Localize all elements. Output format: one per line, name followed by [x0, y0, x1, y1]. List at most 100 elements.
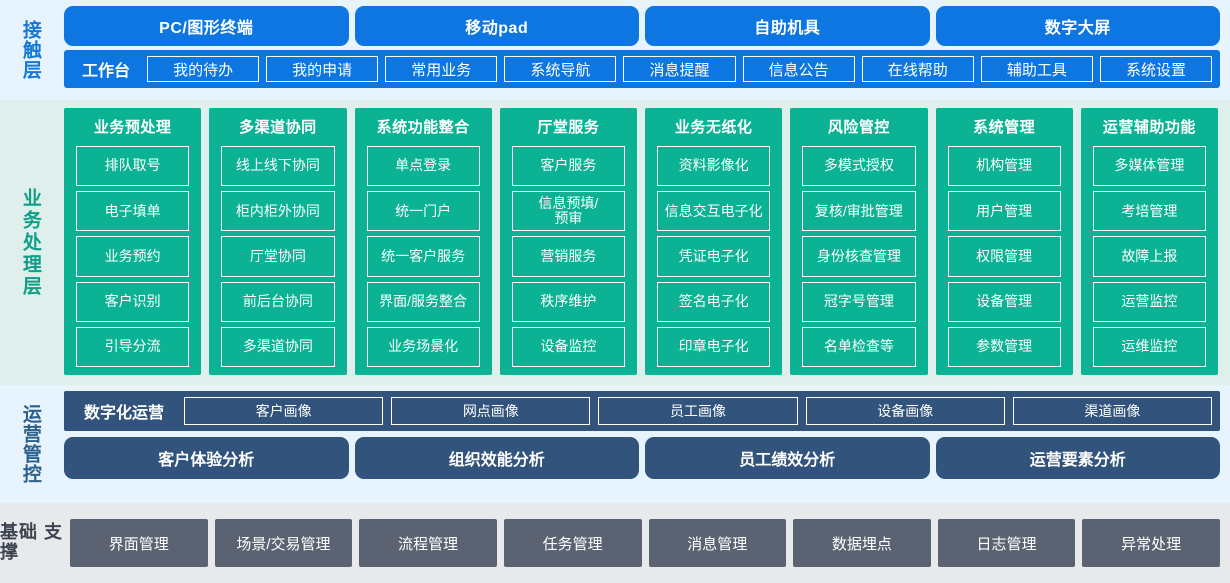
business-column-lobby-service: 厅堂服务 客户服务 信息预填/ 预审 营销服务 秩序维护 设备监控 [499, 108, 637, 375]
business-column-operation-support: 运营辅助功能 多媒体管理 考培管理 故障上报 运营监控 运维监控 [1080, 108, 1218, 375]
biz-item-review-approval[interactable]: 复核/审批管理 [802, 191, 916, 232]
biz-item-training-management[interactable]: 考培管理 [1092, 191, 1206, 232]
workbench-item-message-alert[interactable]: 消息提醒 [623, 56, 736, 82]
digital-operations-bar: 数字化运营 客户画像 网点画像 员工画像 设备画像 渠道画像 [64, 391, 1220, 431]
biz-item-watchlist-check[interactable]: 名单检查等 [802, 326, 916, 368]
column-title: 厅堂服务 [537, 119, 600, 136]
analysis-org-efficiency[interactable]: 组织效能分析 [354, 437, 639, 479]
biz-item-single-signon[interactable]: 单点登录 [366, 146, 480, 187]
foundation-layer: 基础 支撑 界面管理 场景/交易管理 流程管理 任务管理 消息管理 数据埋点 日… [0, 503, 1230, 583]
portrait-employee[interactable]: 员工画像 [598, 397, 798, 425]
biz-item-marketing-service[interactable]: 营销服务 [511, 236, 625, 277]
foundation-row: 界面管理 场景/交易管理 流程管理 任务管理 消息管理 数据埋点 日志管理 异常… [70, 519, 1220, 567]
workbench-item-announcement[interactable]: 信息公告 [742, 56, 855, 82]
analysis-customer-experience[interactable]: 客户体验分析 [64, 437, 349, 479]
biz-item-ui-service-integration[interactable]: 界面/服务整合 [366, 281, 480, 322]
foundation-item-scenario-transaction[interactable]: 场景/交易管理 [214, 519, 353, 567]
workbench-item-my-application[interactable]: 我的申请 [266, 56, 379, 82]
business-column-paperless: 业务无纸化 资料影像化 信息交互电子化 凭证电子化 签名电子化 印章电子化 [645, 108, 783, 375]
foundation-item-exception-handling[interactable]: 异常处理 [1082, 519, 1220, 567]
contact-layer-label: 接触层 [19, 20, 41, 80]
analysis-employee-performance[interactable]: 员工绩效分析 [645, 437, 930, 479]
biz-item-multimedia-management[interactable]: 多媒体管理 [1092, 146, 1206, 187]
biz-item-operation-monitoring[interactable]: 运营监控 [1092, 281, 1206, 322]
channel-row: PC/图形终端 移动pad 自助机具 数字大屏 [64, 6, 1220, 46]
contact-layer: 接触层 PC/图形终端 移动pad 自助机具 数字大屏 工作台 我的待办 我的申… [0, 0, 1230, 100]
biz-item-queue-ticket[interactable]: 排队取号 [76, 146, 190, 187]
digital-operations-title: 数字化运营 [84, 405, 165, 422]
biz-item-multichannel-sync[interactable]: 多渠道协同 [221, 326, 335, 368]
business-column-system-management: 系统管理 机构管理 用户管理 权限管理 设备管理 参数管理 [935, 108, 1073, 375]
column-title: 系统管理 [973, 119, 1036, 136]
biz-item-seal-digital[interactable]: 印章电子化 [657, 326, 771, 368]
foundation-item-ui-management[interactable]: 界面管理 [70, 519, 208, 567]
portrait-branch[interactable]: 网点画像 [391, 397, 591, 425]
column-title: 系统功能整合 [376, 119, 470, 136]
workbench-item-online-help[interactable]: 在线帮助 [861, 56, 974, 82]
business-layer: 业务处理层 业务预处理 排队取号 电子填单 业务预约 客户识别 引导分流 多渠道… [0, 100, 1230, 385]
business-layer-label: 业务处理层 [19, 187, 41, 298]
foundation-item-task-management[interactable]: 任务管理 [503, 519, 642, 567]
foundation-layer-label: 基础 支撑 [0, 522, 64, 562]
biz-item-serial-number-mgmt[interactable]: 冠字号管理 [802, 281, 916, 322]
biz-item-guide-diversion[interactable]: 引导分流 [76, 326, 190, 368]
foundation-item-process-management[interactable]: 流程管理 [359, 519, 497, 567]
biz-item-parameter-management[interactable]: 参数管理 [947, 326, 1061, 368]
biz-item-e-form[interactable]: 电子填单 [76, 191, 190, 232]
workbench-item-system-settings[interactable]: 系统设置 [1099, 56, 1212, 82]
foundation-item-data-tracking[interactable]: 数据埋点 [793, 519, 931, 567]
business-column-system-integration: 系统功能整合 单点登录 统一门户 统一客户服务 界面/服务整合 业务场景化 [354, 108, 492, 375]
business-column-risk-control: 风险管控 多模式授权 复核/审批管理 身份核查管理 冠字号管理 名单检查等 [790, 108, 928, 375]
workbench-item-common-business[interactable]: 常用业务 [385, 56, 498, 82]
column-title: 风险管控 [827, 119, 890, 136]
portrait-customer[interactable]: 客户画像 [184, 397, 384, 425]
biz-item-lobby-sync[interactable]: 厅堂协同 [221, 236, 335, 277]
biz-item-info-exchange-digital[interactable]: 信息交互电子化 [657, 191, 771, 232]
biz-item-device-management[interactable]: 设备管理 [947, 281, 1061, 322]
portrait-channel[interactable]: 渠道画像 [1012, 397, 1213, 425]
workbench-item-auxiliary-tools[interactable]: 辅助工具 [980, 56, 1093, 82]
channel-pc[interactable]: PC/图形终端 [64, 6, 349, 46]
business-layer-body: 业务预处理 排队取号 电子填单 业务预约 客户识别 引导分流 多渠道协同 线上线… [60, 100, 1230, 385]
foundation-item-log-management[interactable]: 日志管理 [937, 519, 1076, 567]
workbench-item-system-navigation[interactable]: 系统导航 [504, 56, 617, 82]
biz-item-appointment[interactable]: 业务预约 [76, 236, 190, 277]
channel-self-service[interactable]: 自助机具 [645, 6, 930, 46]
biz-item-device-monitoring[interactable]: 设备监控 [511, 326, 625, 368]
operations-layer-body: 数字化运营 客户画像 网点画像 员工画像 设备画像 渠道画像 客户体验分析 组织… [60, 385, 1230, 503]
biz-item-business-scenario[interactable]: 业务场景化 [366, 326, 480, 368]
business-column-preprocessing: 业务预处理 排队取号 电子填单 业务预约 客户识别 引导分流 [64, 108, 202, 375]
contact-layer-body: PC/图形终端 移动pad 自助机具 数字大屏 工作台 我的待办 我的申请 常用… [60, 0, 1230, 100]
biz-item-fault-reporting[interactable]: 故障上报 [1092, 236, 1206, 277]
biz-item-permission-management[interactable]: 权限管理 [947, 236, 1061, 277]
workbench-title: 工作台 [82, 63, 131, 80]
business-columns: 业务预处理 排队取号 电子填单 业务预约 客户识别 引导分流 多渠道协同 线上线… [64, 108, 1218, 375]
channel-digital-screen[interactable]: 数字大屏 [935, 6, 1220, 46]
biz-item-order-maintenance[interactable]: 秩序维护 [511, 281, 625, 322]
biz-item-unified-portal[interactable]: 统一门户 [366, 191, 480, 232]
biz-item-multimode-authorization[interactable]: 多模式授权 [802, 146, 916, 187]
biz-item-document-imaging[interactable]: 资料影像化 [657, 146, 771, 187]
operations-layer: 运营管控 数字化运营 客户画像 网点画像 员工画像 设备画像 渠道画像 客户体验… [0, 385, 1230, 503]
channel-mobile-pad[interactable]: 移动pad [354, 6, 639, 46]
biz-item-counter-inout-sync[interactable]: 柜内柜外协同 [221, 191, 335, 232]
analysis-operation-factors[interactable]: 运营要素分析 [935, 437, 1220, 479]
biz-item-user-management[interactable]: 用户管理 [947, 191, 1061, 232]
biz-item-front-back-sync[interactable]: 前后台协同 [221, 281, 335, 322]
biz-item-customer-identify[interactable]: 客户识别 [76, 281, 190, 322]
workbench-item-my-todo[interactable]: 我的待办 [147, 56, 260, 82]
biz-item-online-offline-sync[interactable]: 线上线下协同 [221, 146, 335, 187]
biz-item-voucher-digital[interactable]: 凭证电子化 [657, 236, 771, 277]
biz-item-maintenance-monitoring[interactable]: 运维监控 [1092, 326, 1206, 368]
portrait-device[interactable]: 设备画像 [805, 397, 1005, 425]
operations-layer-label: 运营管控 [19, 404, 41, 484]
foundation-layer-body: 界面管理 场景/交易管理 流程管理 任务管理 消息管理 数据埋点 日志管理 异常… [66, 503, 1230, 583]
biz-item-signature-digital[interactable]: 签名电子化 [657, 281, 771, 322]
foundation-item-message-management[interactable]: 消息管理 [648, 519, 787, 567]
biz-item-org-management[interactable]: 机构管理 [947, 146, 1061, 187]
biz-item-identity-verification[interactable]: 身份核查管理 [802, 236, 916, 277]
biz-item-prefill-prereview[interactable]: 信息预填/ 预审 [511, 191, 625, 232]
biz-item-unified-customer-service[interactable]: 统一客户服务 [366, 236, 480, 277]
biz-item-customer-service[interactable]: 客户服务 [511, 146, 625, 187]
